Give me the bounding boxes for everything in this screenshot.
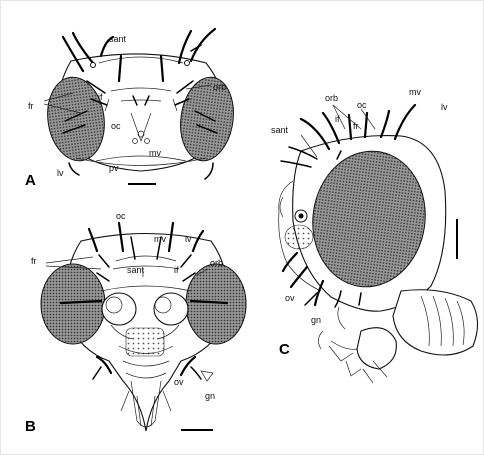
panel-letter-c: C bbox=[279, 341, 290, 358]
label-c-mv: mv bbox=[409, 87, 421, 97]
label-b-fr: fr bbox=[31, 256, 37, 266]
label-a-fr: fr bbox=[28, 101, 34, 111]
label-a-sant: sant bbox=[109, 34, 127, 44]
label-b-orb: orb bbox=[210, 258, 223, 268]
label-b-gn: gn bbox=[205, 391, 215, 401]
label-a-orb: orb bbox=[213, 82, 226, 92]
panel-a: sant orb if fr oc mv pv lv A bbox=[25, 29, 239, 189]
label-a-lv: lv bbox=[57, 168, 64, 178]
panel-letter-a: A bbox=[25, 172, 36, 189]
panel-b: oc mv lv fr sant if orb ov gn B bbox=[25, 211, 246, 435]
label-b-sant: sant bbox=[127, 265, 145, 275]
label-b-ov: ov bbox=[174, 377, 184, 387]
label-c-orb: orb bbox=[325, 93, 338, 103]
label-c-oc: oc bbox=[357, 100, 367, 110]
compound-eye-left-b bbox=[41, 264, 105, 344]
label-b-if: if bbox=[174, 265, 179, 275]
label-c-if: if bbox=[335, 114, 340, 124]
label-c-lv: lv bbox=[441, 102, 448, 112]
panel-letter-b: B bbox=[25, 418, 36, 435]
label-c-sant: sant bbox=[271, 125, 289, 135]
label-a-pv: pv bbox=[109, 163, 119, 173]
label-c-fr: fr bbox=[353, 121, 359, 131]
label-c-gn: gn bbox=[311, 315, 321, 325]
label-a-if: if bbox=[98, 92, 103, 102]
label-b-oc: oc bbox=[116, 211, 126, 221]
label-b-lv: lv bbox=[185, 234, 192, 244]
label-a-mv: mv bbox=[149, 148, 161, 158]
label-a-oc: oc bbox=[111, 121, 121, 131]
panel-c: orb oc mv lv sant if fr ov gn C bbox=[271, 87, 478, 383]
compound-eye-right-b bbox=[186, 264, 246, 344]
label-c-ov: ov bbox=[285, 293, 295, 303]
label-b-mv: mv bbox=[154, 234, 166, 244]
